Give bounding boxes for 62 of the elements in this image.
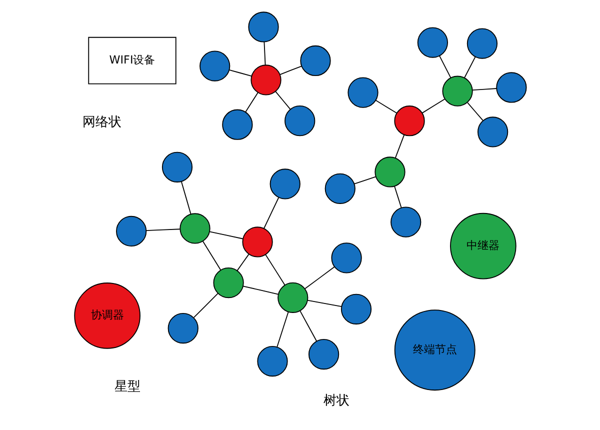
node-circle [250,64,281,96]
node-circle [242,226,272,258]
connector [304,266,334,290]
label: 星型 [114,380,140,395]
node-circle [179,213,210,244]
connector [274,91,290,110]
node-circle [347,77,378,108]
node-circle: 终端节点 [394,310,475,391]
connector [244,92,258,113]
connector [263,41,266,66]
node-circle [394,106,424,136]
connector [262,197,279,229]
node-circle: 中继器 [450,212,516,280]
node-circle [324,173,355,204]
node-circle [277,282,308,313]
connector [276,312,288,348]
node-circle [269,168,300,200]
connector [394,186,402,208]
node-circle [374,156,405,188]
connector [354,176,376,184]
connector [394,134,404,158]
connector [374,100,397,114]
node-circle [496,72,526,103]
connector [180,181,191,214]
node-circle [256,346,288,377]
connector [192,292,218,318]
connector [242,286,278,295]
connector [421,98,445,114]
node-circle [199,50,230,82]
connector [463,56,476,78]
node-circle [390,206,421,238]
connector [228,70,252,76]
node-circle [222,109,252,140]
node-circle [300,45,330,76]
node-circle [330,242,362,274]
node-circle [248,12,278,42]
connector [438,55,451,78]
connector [236,254,249,272]
node-circle [466,28,498,59]
connector [202,240,221,270]
node-circle [161,152,192,182]
connector [264,254,285,286]
connector [472,88,496,91]
node-circle [442,76,472,106]
node-circle [167,312,198,344]
label: 树状 [322,394,349,409]
node-circle [212,267,244,298]
node-circle [116,216,146,247]
connector [299,310,317,342]
node-circle [308,338,339,370]
node-circle [284,106,315,136]
node-circle [416,27,448,58]
connector [145,228,180,232]
connector [279,66,302,75]
connector [466,102,483,121]
connector [306,300,342,307]
connector [208,231,243,240]
node-box: WIFI设备 [88,36,176,84]
node-circle [340,294,372,324]
node-circle [477,116,508,148]
node-circle: 协调器 [74,282,140,349]
label: 网络状 [82,115,122,130]
